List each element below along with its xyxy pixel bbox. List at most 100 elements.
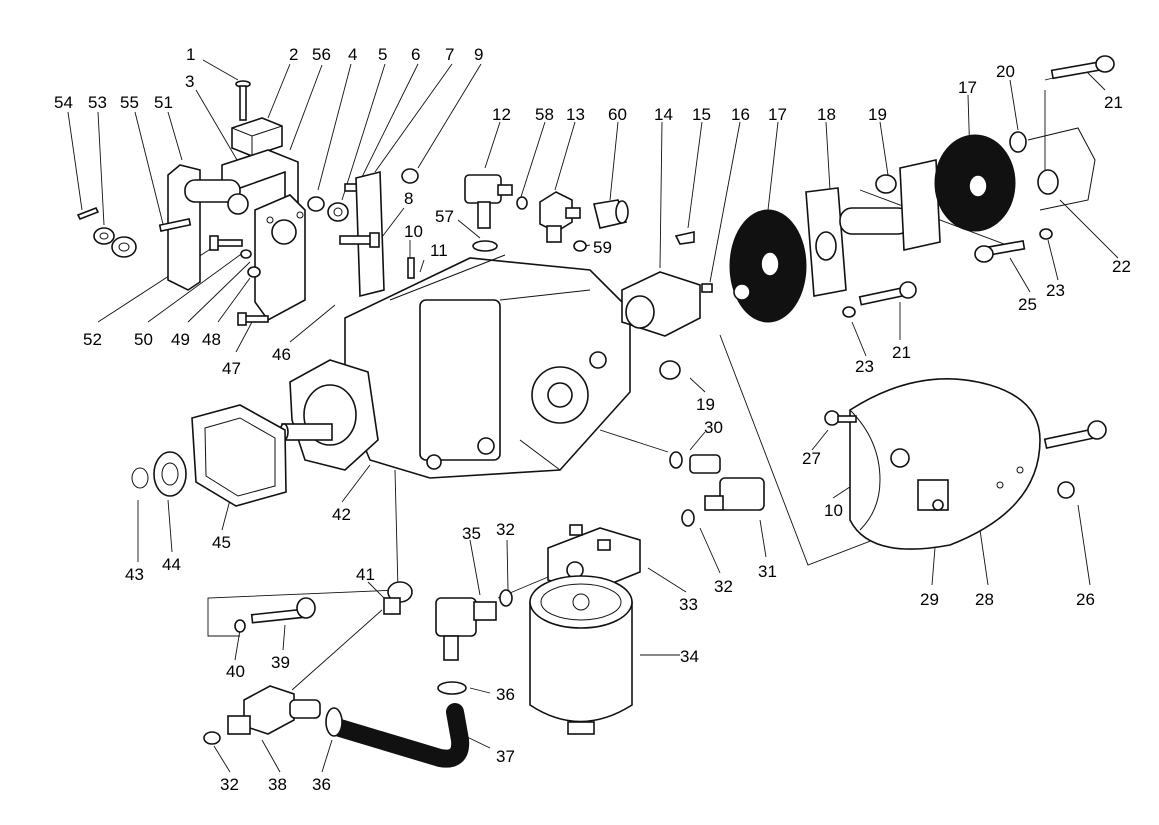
part-snap-ring-43 xyxy=(131,467,149,489)
part-bolt-25 xyxy=(974,240,1026,263)
leader-14 xyxy=(659,121,663,269)
callout-19b: 19 xyxy=(696,395,715,414)
callout-31: 31 xyxy=(758,562,777,581)
part-o-ring-59 xyxy=(573,240,587,252)
callout-56: 56 xyxy=(312,45,331,64)
callout-22: 22 xyxy=(1112,257,1131,276)
leader-28 xyxy=(979,529,989,586)
leader-58 xyxy=(519,121,546,201)
leader-27 xyxy=(811,429,829,451)
part-breather-12 xyxy=(464,174,513,229)
part-bolt-fan xyxy=(1043,420,1107,450)
assembly-line-plate xyxy=(859,189,1021,251)
part-screw-26 xyxy=(1057,481,1075,499)
leader-36b xyxy=(321,739,333,773)
part-bolt-52 xyxy=(209,235,243,251)
callout-7: 7 xyxy=(445,45,454,64)
assembly-line-elbow xyxy=(291,609,383,691)
part-bolt-39 xyxy=(250,597,316,624)
callout-58: 58 xyxy=(535,105,554,124)
part-rod-assembly-51 xyxy=(167,164,249,291)
leader-9 xyxy=(417,63,482,169)
callout-41: 41 xyxy=(356,565,375,584)
callout-54: 54 xyxy=(54,93,73,112)
part-shaft-plate-18 xyxy=(805,159,941,297)
callout-21a: 21 xyxy=(1104,93,1123,112)
callout-13: 13 xyxy=(566,105,585,124)
callout-27: 27 xyxy=(802,449,821,468)
callout-25: 25 xyxy=(1018,295,1037,314)
leader-1 xyxy=(202,59,239,81)
part-engine-hub xyxy=(1027,127,1096,211)
assembly-line-bolt xyxy=(207,469,399,637)
leader-55 xyxy=(134,111,165,229)
part-elbow-13 xyxy=(539,191,581,243)
leader-37 xyxy=(464,735,491,749)
part-washer-23b xyxy=(842,306,856,318)
part-o-ring-32c xyxy=(203,731,221,745)
callout-50: 50 xyxy=(134,330,153,349)
callout-60: 60 xyxy=(608,105,627,124)
callout-17a: 17 xyxy=(768,105,787,124)
callout-4: 4 xyxy=(348,45,357,64)
leader-3 xyxy=(195,89,241,166)
leader-40 xyxy=(234,629,241,661)
part-pin-54 xyxy=(76,206,100,221)
leader-33 xyxy=(647,567,687,593)
callout-59: 59 xyxy=(593,238,612,257)
part-pin-11 xyxy=(407,257,415,279)
callout-48: 48 xyxy=(202,330,221,349)
leader-19b xyxy=(689,377,706,393)
callout-36a: 36 xyxy=(496,685,515,704)
callout-39: 39 xyxy=(271,653,290,672)
callout-5: 5 xyxy=(378,45,387,64)
leader-4 xyxy=(317,63,352,191)
leader-32a xyxy=(699,527,721,574)
callout-55: 55 xyxy=(120,93,139,112)
part-o-ring-32a xyxy=(681,509,695,527)
callout-49: 49 xyxy=(171,330,190,349)
part-elbow-38 xyxy=(227,685,321,735)
leader-49 xyxy=(187,261,251,323)
leader-6 xyxy=(357,63,419,186)
part-plate-46 xyxy=(254,194,306,322)
part-key-15 xyxy=(674,231,695,245)
part-gear-44 xyxy=(153,451,187,497)
callout-40: 40 xyxy=(226,662,245,681)
part-oil-filter-34 xyxy=(529,575,633,735)
leader-38 xyxy=(261,739,281,773)
callout-23b: 23 xyxy=(855,357,874,376)
leader-48 xyxy=(217,277,251,323)
part-o-ring-58 xyxy=(516,196,528,210)
part-spacer xyxy=(111,236,137,258)
leader-lines xyxy=(67,59,1119,773)
leader-23b xyxy=(851,321,867,357)
part-fan-shroud-28 xyxy=(849,378,1041,550)
part-bolt-8 xyxy=(339,232,380,248)
leader-18 xyxy=(825,121,831,191)
part-coupling-60 xyxy=(593,199,629,229)
leader-5 xyxy=(341,63,386,201)
leader-35 xyxy=(469,539,481,596)
callout-15: 15 xyxy=(692,105,711,124)
callout-18: 18 xyxy=(817,105,836,124)
callout-33: 33 xyxy=(679,595,698,614)
part-nut-9 xyxy=(401,168,419,184)
part-bolt-21b xyxy=(858,281,917,306)
callout-6: 6 xyxy=(411,45,420,64)
part-gasket-45 xyxy=(191,404,287,507)
part-nut-19b xyxy=(659,360,681,380)
part-screw-27 xyxy=(824,410,857,426)
callout-10a: 10 xyxy=(404,222,423,241)
part-drive-disc-17b xyxy=(934,134,1016,232)
callout-21b: 21 xyxy=(892,343,911,362)
leader-51 xyxy=(167,111,183,161)
assembly-line-fitting xyxy=(599,429,669,453)
part-mount-flange-42 xyxy=(279,359,379,471)
part-washer-23a xyxy=(1039,228,1053,240)
callout-17b: 17 xyxy=(958,78,977,97)
leader-26 xyxy=(1077,504,1091,586)
callout-53: 53 xyxy=(88,93,107,112)
